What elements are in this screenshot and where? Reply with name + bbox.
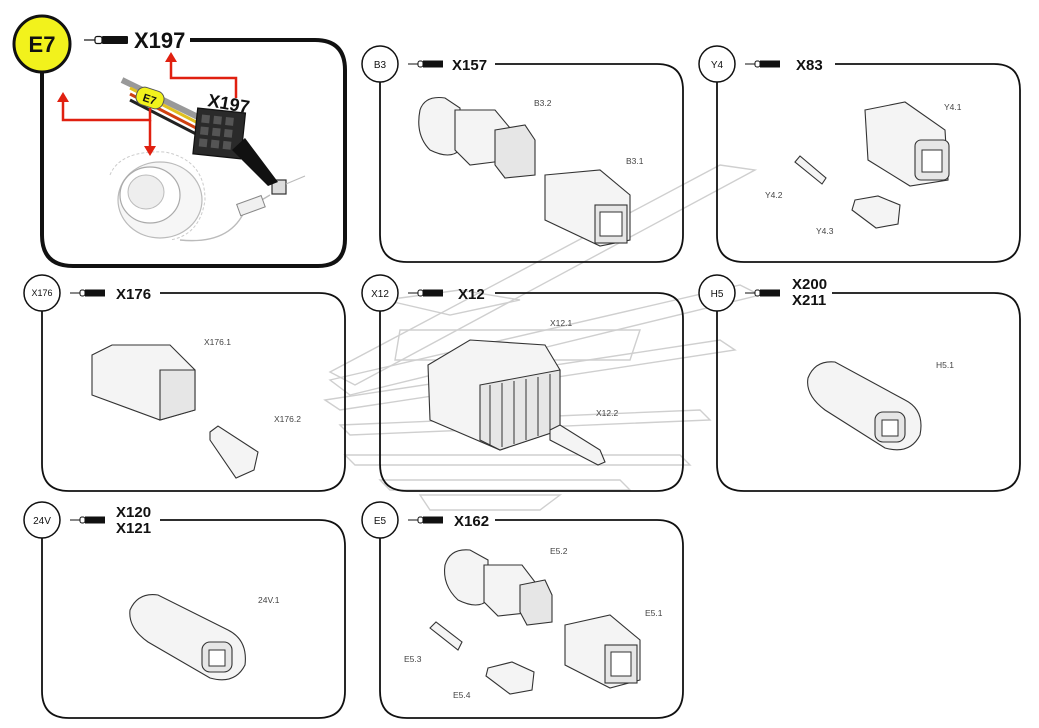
e5-badge[interactable] [361, 501, 399, 539]
x120-connector-label: X120 [116, 504, 151, 521]
h5-part-1-label: H5.1 [936, 360, 954, 370]
e5-connector-drawing [429, 549, 641, 695]
e7-badge[interactable] [12, 14, 72, 74]
b3-connector-drawing [418, 96, 631, 247]
h5-connector-drawing [807, 361, 922, 451]
e5-part-4-label: E5.4 [453, 690, 471, 700]
y4-badge[interactable] [698, 45, 736, 83]
x157-connector-label: X157 [452, 57, 487, 74]
x176-connector-label: X176 [116, 286, 151, 303]
panel-h5: H5 X200 X211 H5.1 [698, 274, 1021, 492]
connector-pin-icon [70, 516, 105, 524]
panel-y4: Y4 X83 Y4.1 Y4.2 Y4.3 [698, 45, 1021, 263]
connector-pin-icon [745, 289, 780, 297]
panel-24v: 24V X120 X121 24V.1 [23, 501, 346, 719]
main-panel-e7: E7 X197 [12, 14, 347, 268]
b3-badge-label: B3 [374, 60, 387, 71]
panel-x176: X176 X176 X176.1 X176.2 [23, 274, 346, 492]
x176-badge[interactable] [23, 274, 61, 312]
x176-connector-drawing [91, 344, 259, 479]
x200-connector-label: X200 [792, 276, 827, 293]
connector-pin-icon [84, 35, 128, 45]
e5-part-1-label: E5.2 [550, 546, 568, 556]
y4-part-1-label: Y4.1 [944, 102, 962, 112]
x83-connector-label: X83 [796, 57, 823, 74]
x176-part-1-label: X176.1 [204, 337, 231, 347]
24v-connector-drawing [129, 594, 246, 681]
x12-connector-label: X12 [458, 286, 485, 303]
connector-pin-icon [408, 289, 443, 297]
y4-part-3-label: Y4.3 [816, 226, 834, 236]
y4-badge-label: Y4 [711, 60, 724, 71]
connector-pin-icon [408, 516, 443, 524]
image-tag-label: E7 [141, 92, 158, 108]
x176-part-2-label: X176.2 [274, 414, 301, 424]
e5-part-2-label: E5.1 [645, 608, 663, 618]
panel-e5: E5 X162 E5.2 E5.1 E5.3 E5.4 [361, 501, 684, 719]
h5-badge-label: H5 [711, 289, 724, 300]
e5-part-3-label: E5.3 [404, 654, 422, 664]
e7-badge-label: E7 [29, 32, 56, 57]
horn-illustration: E7 X197 [109, 77, 306, 242]
h5-badge[interactable] [698, 274, 736, 312]
panel-x12: X12 X12 X12.1 X12.2 [361, 274, 684, 492]
24v-badge-label: 24V [33, 516, 51, 527]
x12-part-2-label: X12.2 [596, 408, 618, 418]
background-watermark [323, 164, 763, 511]
x121-connector-label: X121 [116, 520, 151, 537]
connector-pin-icon [70, 289, 105, 297]
24v-part-1-label: 24V.1 [258, 595, 280, 605]
x12-part-1-label: X12.1 [550, 318, 572, 328]
b3-part-1-label: B3.2 [534, 98, 552, 108]
connector-pin-icon [408, 60, 443, 68]
x12-badge-label: X12 [371, 289, 389, 300]
b3-badge[interactable] [361, 45, 399, 83]
x162-connector-label: X162 [454, 513, 489, 530]
x176-badge-label: X176 [31, 288, 52, 298]
y4-connector-drawing [794, 101, 950, 229]
red-callout-arrows [57, 52, 238, 156]
y4-part-2-label: Y4.2 [765, 190, 783, 200]
b3-part-2-label: B3.1 [626, 156, 644, 166]
panel-b3: B3 X157 B3.2 B3.1 [361, 45, 684, 263]
e5-badge-label: E5 [374, 516, 387, 527]
x12-connector-drawing [427, 339, 606, 466]
connector-pin-icon [745, 60, 780, 68]
x211-connector-label: X211 [792, 292, 826, 309]
x197-connector-label: X197 [134, 28, 185, 53]
x12-badge[interactable] [361, 274, 399, 312]
24v-badge[interactable] [23, 501, 61, 539]
